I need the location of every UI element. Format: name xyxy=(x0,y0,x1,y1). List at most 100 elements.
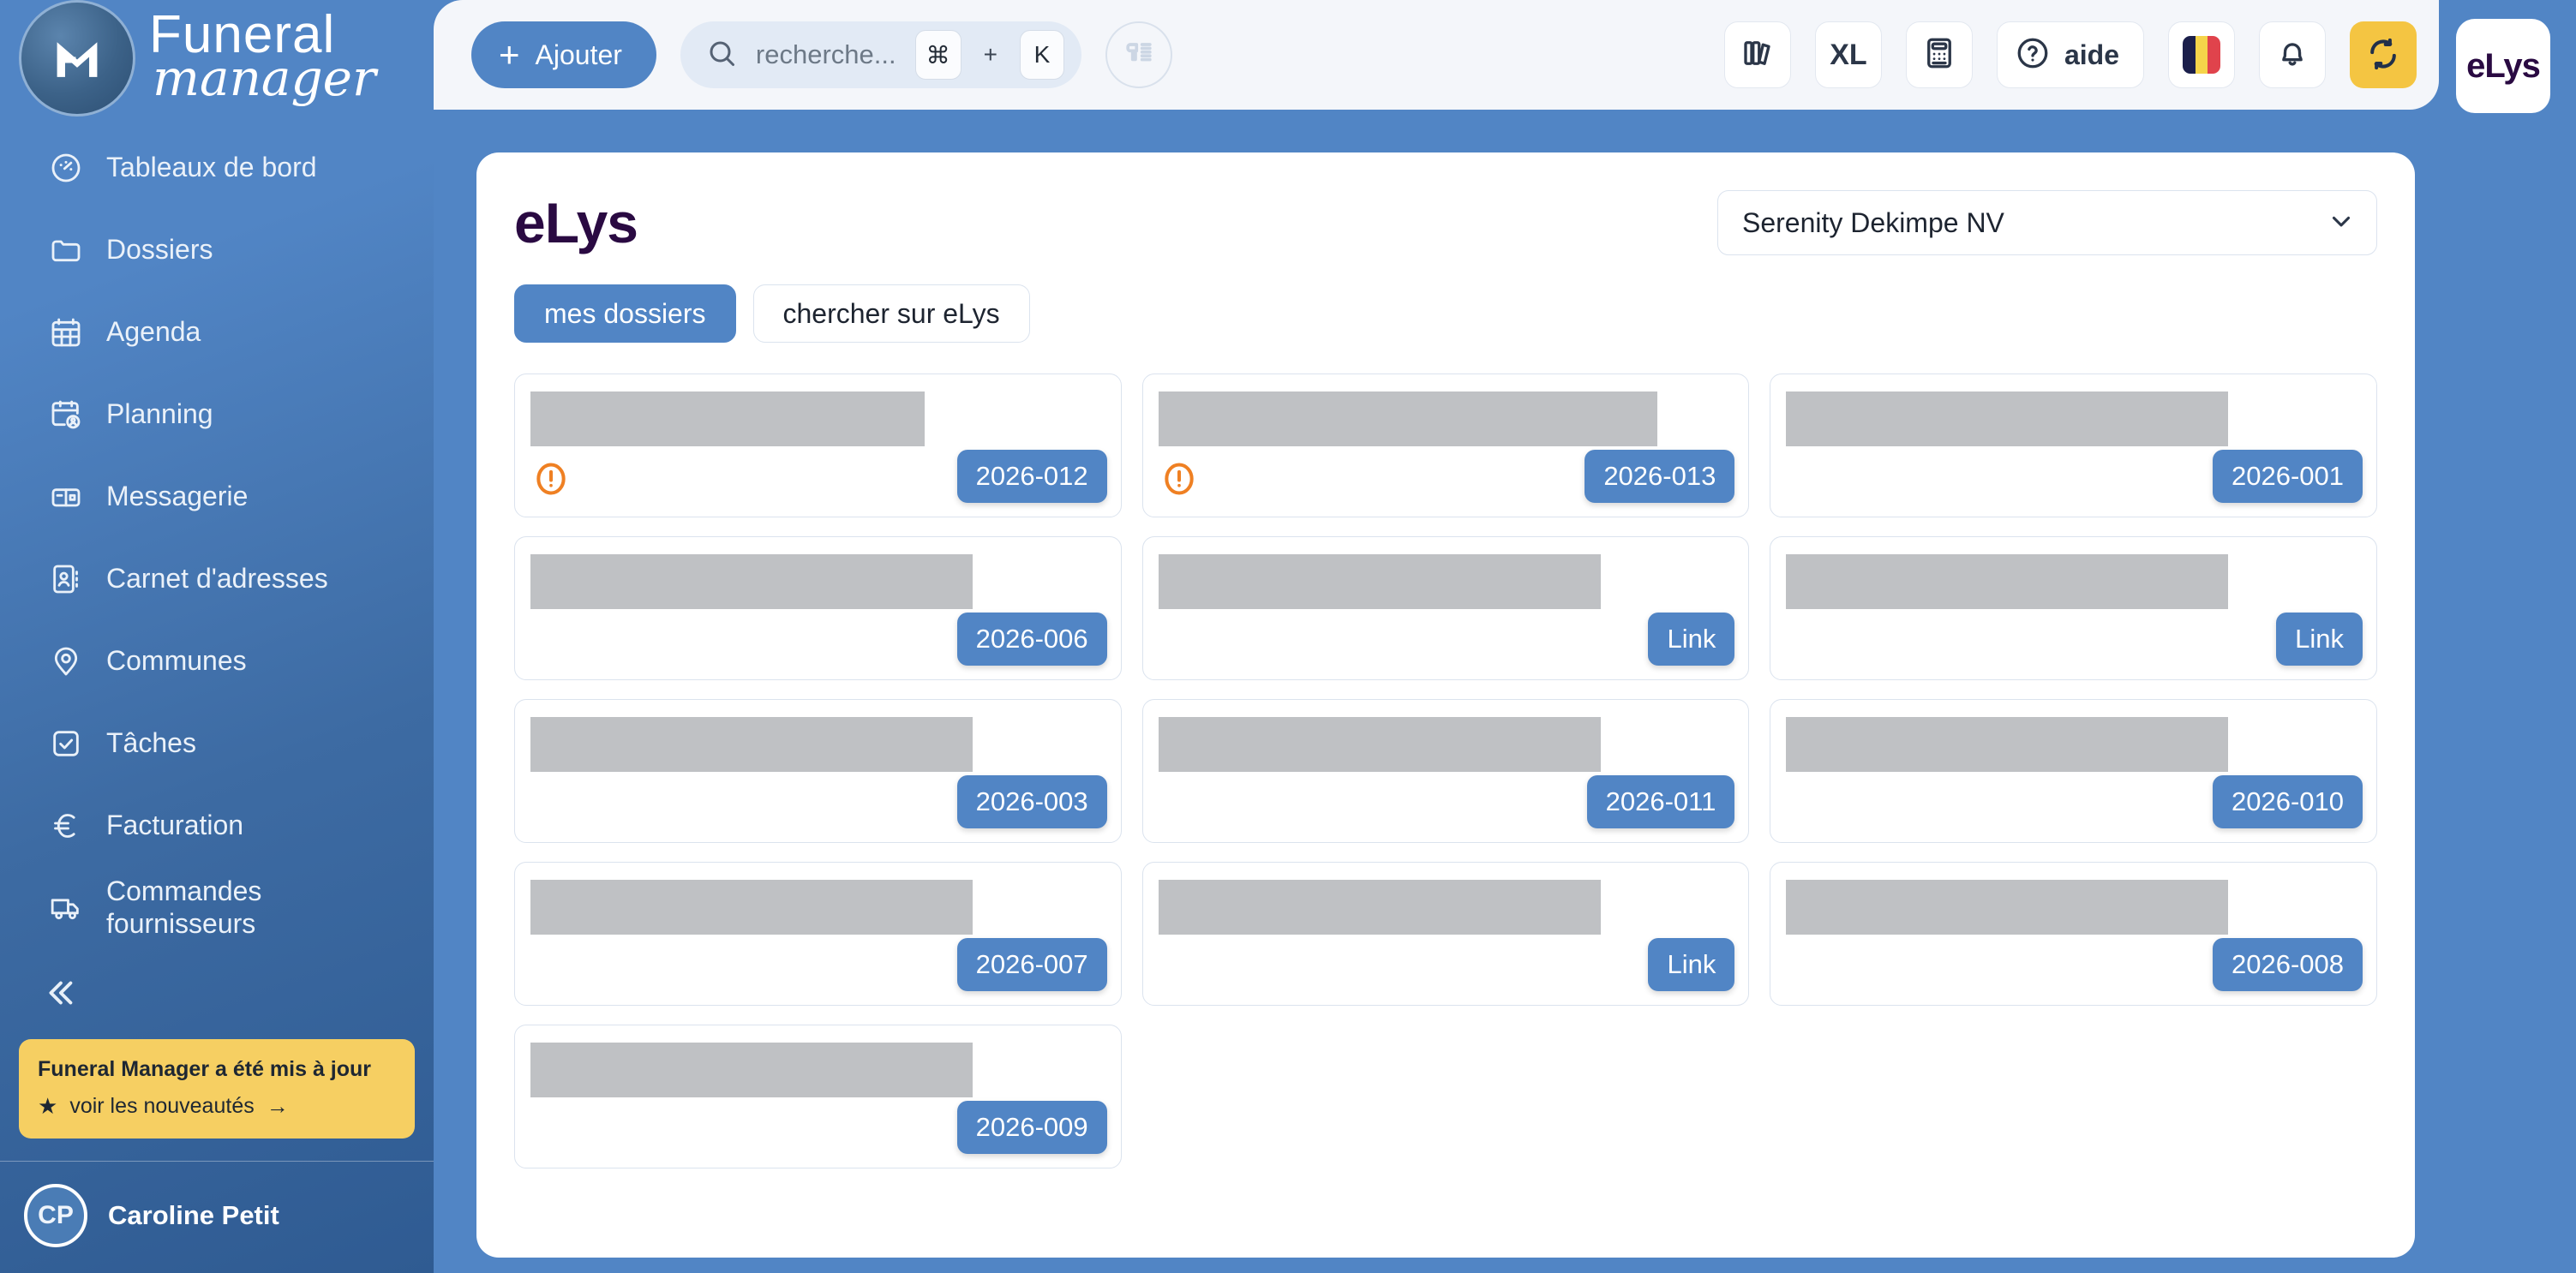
elys-app-badge[interactable]: eLys xyxy=(2456,19,2550,113)
brand-logo[interactable]: Funeral manager xyxy=(0,0,434,117)
card-reference-badge[interactable]: 2026-001 xyxy=(2212,450,2363,503)
tab-mes-dossiers[interactable]: mes dossiers xyxy=(514,284,736,343)
card-reference-badge[interactable]: 2026-010 xyxy=(2212,775,2363,828)
card-reference-badge[interactable]: 2026-006 xyxy=(956,613,1107,666)
help-button[interactable]: aide xyxy=(1996,21,2144,88)
address-book-icon xyxy=(48,561,84,597)
sidebar-item-commandes-fournisseurs[interactable]: Commandes fournisseurs xyxy=(0,867,434,949)
warning-alert-icon xyxy=(532,460,570,498)
library-books-icon xyxy=(1740,35,1776,75)
sidebar-item-carnet-adresses[interactable]: Carnet d'adresses xyxy=(0,538,434,620)
dossier-card[interactable]: 2026-010 xyxy=(1770,699,2377,843)
redacted-name-bar xyxy=(1158,717,1601,772)
dossier-card[interactable]: 2026-003 xyxy=(514,699,1122,843)
checkbox-icon xyxy=(48,726,84,762)
dossier-card[interactable]: 2026-009 xyxy=(514,1025,1122,1168)
plus-icon: + xyxy=(499,34,520,75)
sidebar-user[interactable]: CP Caroline Petit xyxy=(0,1162,434,1273)
sidebar-collapse-button[interactable] xyxy=(0,949,434,1017)
update-banner-link[interactable]: ★ voir les nouveautés → xyxy=(38,1093,396,1120)
dossier-card[interactable]: Link xyxy=(1141,862,1750,1006)
card-reference-badge[interactable]: 2026-011 xyxy=(1586,775,1735,828)
dossier-card[interactable]: 2026-001 xyxy=(1770,374,2377,517)
sync-refresh-button[interactable] xyxy=(2350,21,2417,88)
language-flag-button[interactable] xyxy=(2168,21,2235,88)
calendar-person-icon xyxy=(48,397,84,433)
sidebar-item-agenda[interactable]: Agenda xyxy=(0,291,434,374)
card-reference-badge[interactable]: 2026-012 xyxy=(956,450,1107,503)
company-select[interactable]: Serenity Dekimpe NV xyxy=(1717,190,2377,255)
dossier-card[interactable]: Link xyxy=(1141,536,1750,680)
barcode-scanner-icon xyxy=(1120,35,1158,75)
sync-refresh-icon xyxy=(2364,35,2402,75)
sidebar-item-label: Communes xyxy=(106,645,247,677)
card-reference-badge[interactable]: 2026-013 xyxy=(1585,450,1735,503)
tab-chercher-sur-elys[interactable]: chercher sur eLys xyxy=(752,284,1030,343)
xl-button[interactable]: XL xyxy=(1814,21,1882,88)
sidebar: Funeral manager Tableaux de bord Dossier… xyxy=(0,0,434,1273)
sidebar-item-label: Commandes fournisseurs xyxy=(106,876,262,939)
sidebar-item-communes[interactable]: Communes xyxy=(0,620,434,702)
notifications-bell-icon xyxy=(2274,35,2310,75)
elys-badge-label: eLys xyxy=(2466,46,2541,85)
double-chevron-left-icon xyxy=(39,981,79,1016)
card-reference-badge[interactable]: 2026-009 xyxy=(956,1101,1107,1154)
card-reference-badge[interactable]: 2026-008 xyxy=(2212,938,2363,991)
sidebar-nav: Tableaux de bord Dossiers Agenda Plannin… xyxy=(0,117,434,949)
sidebar-item-messagerie[interactable]: Messagerie xyxy=(0,456,434,538)
warning-alert-icon xyxy=(1160,460,1198,498)
dossier-card[interactable]: 2026-008 xyxy=(1770,862,2377,1006)
sidebar-item-planning[interactable]: Planning xyxy=(0,374,434,456)
barcode-scanner-button[interactable] xyxy=(1105,21,1172,88)
add-button-label: Ajouter xyxy=(535,39,622,70)
redacted-name-bar xyxy=(1786,554,2229,609)
redacted-name-bar xyxy=(1786,717,2229,772)
card-reference-badge[interactable]: 2026-007 xyxy=(956,938,1107,991)
xl-label: XL xyxy=(1830,38,1867,71)
sidebar-item-tableaux-de-bord[interactable]: Tableaux de bord xyxy=(0,127,434,209)
card-link-badge[interactable]: Link xyxy=(2276,613,2363,666)
search-icon xyxy=(706,38,737,73)
add-button[interactable]: + Ajouter xyxy=(471,21,656,88)
sidebar-item-taches[interactable]: Tâches xyxy=(0,702,434,785)
card-link-badge[interactable]: Link xyxy=(1648,613,1735,666)
dossier-card[interactable]: 2026-006 xyxy=(514,536,1122,680)
sidebar-item-label: Planning xyxy=(106,398,213,430)
card-reference-badge[interactable]: 2026-003 xyxy=(956,775,1107,828)
search-input[interactable]: recherche... ⌘ + K xyxy=(680,21,1081,88)
dossier-card[interactable]: 2026-013 xyxy=(1141,374,1750,517)
page-title: eLys xyxy=(514,191,638,254)
calculator-button[interactable] xyxy=(1905,21,1973,88)
sidebar-item-label: Agenda xyxy=(106,316,201,348)
shortcut-k-key: K xyxy=(1019,30,1064,80)
panel-header: eLys Serenity Dekimpe NV xyxy=(476,152,2415,255)
sidebar-item-dossiers[interactable]: Dossiers xyxy=(0,209,434,291)
redacted-name-bar xyxy=(530,391,925,446)
mailbox-icon xyxy=(48,479,84,515)
card-link-badge[interactable]: Link xyxy=(1648,938,1735,991)
sidebar-item-label: Carnet d'adresses xyxy=(106,563,328,595)
star-icon: ★ xyxy=(38,1093,58,1120)
truck-icon xyxy=(48,890,84,926)
sidebar-item-label: Messagerie xyxy=(106,481,249,512)
update-banner-link-label: voir les nouveautés xyxy=(69,1094,255,1119)
sidebar-item-facturation[interactable]: Facturation xyxy=(0,785,434,867)
dossier-card[interactable]: 2026-012 xyxy=(514,374,1122,517)
dashboard-gauge-icon xyxy=(48,150,84,186)
redacted-name-bar xyxy=(1158,391,1657,446)
calculator-icon xyxy=(1921,35,1957,75)
topbar: + Ajouter recherche... ⌘ + K xyxy=(434,0,2439,110)
main-area: + Ajouter recherche... ⌘ + K xyxy=(434,0,2576,1273)
map-pin-icon xyxy=(48,643,84,679)
dossier-card[interactable]: 2026-011 xyxy=(1141,699,1750,843)
sidebar-item-label: Dossiers xyxy=(106,234,213,266)
brand-name-line1: Funeral xyxy=(149,5,336,64)
library-books-button[interactable] xyxy=(1723,21,1791,88)
dossier-card[interactable]: Link xyxy=(1770,536,2377,680)
notifications-button[interactable] xyxy=(2259,21,2326,88)
update-banner[interactable]: Funeral Manager a été mis à jour ★ voir … xyxy=(19,1039,415,1139)
user-name: Caroline Petit xyxy=(108,1200,279,1230)
dossier-card[interactable]: 2026-007 xyxy=(514,862,1122,1006)
